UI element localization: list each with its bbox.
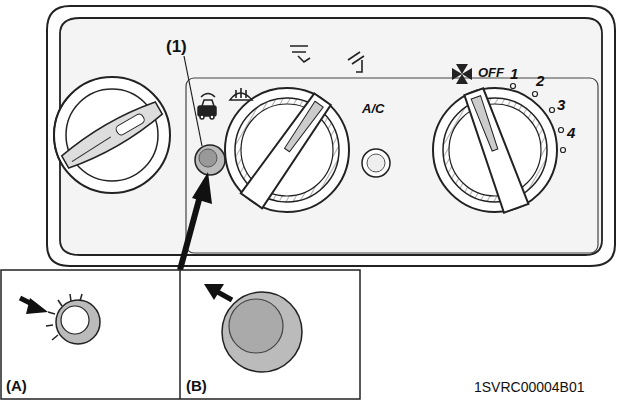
fan-speed-number: 1 xyxy=(510,66,518,81)
fan-speed-number: 3 xyxy=(557,97,565,112)
inset-label: (B) xyxy=(186,378,207,393)
figure-code: 1SVRC00004B01 xyxy=(474,380,585,394)
ac-label: A/C xyxy=(362,102,384,115)
fan-off-mark: OFF xyxy=(478,66,504,79)
callout-number: (1) xyxy=(166,38,187,55)
fan-speed-number: 2 xyxy=(536,73,544,88)
inset-label: (A) xyxy=(6,378,27,393)
fan-speed-number: 4 xyxy=(567,125,575,140)
